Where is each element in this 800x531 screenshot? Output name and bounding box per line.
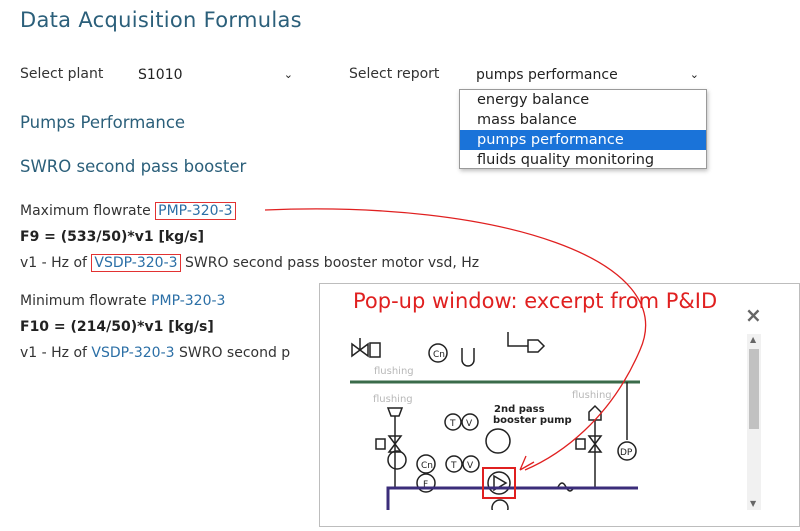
pid-tag-text: V	[467, 461, 474, 471]
section-title: Pumps Performance	[20, 113, 186, 132]
close-icon[interactable]: ×	[745, 303, 762, 327]
temperature-bubble-icon	[444, 413, 462, 431]
plant-label: Select plant	[20, 66, 104, 82]
formula-1-var-tag-link[interactable]: VSDP-320-3	[91, 254, 181, 272]
differential-pressure-bubble-icon	[617, 441, 637, 461]
page-title: Data Acquisition Formulas	[20, 8, 302, 32]
actuator-icon	[575, 438, 586, 450]
formula-2-var-desc: SWRO second p	[179, 345, 291, 361]
pid-tag-text: Cn	[421, 461, 433, 471]
vessel-icon	[461, 348, 475, 367]
option-pumps-performance[interactable]: pumps performance	[460, 130, 706, 150]
option-fluids-quality-monitoring[interactable]: fluids quality monitoring	[477, 152, 655, 168]
formula-1-tag-link[interactable]: PMP-320-3	[155, 202, 236, 220]
pid-tag-text: T	[449, 419, 456, 429]
flushing-label: flushing	[374, 366, 414, 377]
pump-label-line-1: 2nd pass	[494, 404, 545, 415]
flushing-label: flushing	[373, 394, 413, 405]
motor-icon	[485, 428, 511, 454]
formula-2-expression: F10 = (214/50)*v1 [kg/s]	[20, 319, 214, 335]
flow-bubble-icon	[416, 473, 436, 493]
formula-1-var-prefix: v1 - Hz of	[20, 255, 87, 271]
vibration-bubble-icon	[462, 455, 480, 473]
formula-2-variable-row: v1 - Hz of VSDP-320-3 SWRO second p	[20, 345, 290, 361]
formula-1-var-desc: SWRO second pass booster motor vsd, Hz	[185, 255, 480, 271]
formula-1-variable-row: v1 - Hz of VSDP-320-3 SWRO second pass b…	[20, 254, 480, 272]
pipe-stub-icon	[507, 332, 546, 353]
report-dropdown-list: energy balance mass balance pumps perfor…	[459, 89, 707, 169]
chevron-down-icon: ⌄	[283, 68, 293, 81]
report-select-value: pumps performance	[476, 67, 618, 83]
scroll-down-icon[interactable]: ▼	[750, 499, 757, 508]
actuator-icon	[369, 342, 381, 358]
pid-diagram: Cn flushing flushing flushing 2nd pass b…	[350, 332, 640, 510]
funnel-icon	[386, 407, 404, 417]
pid-tag-text: Cn	[433, 350, 445, 360]
flushing-label: flushing	[572, 390, 612, 401]
pump-highlight	[482, 467, 516, 499]
vessel-icon	[588, 404, 602, 421]
plant-select-value: S1010	[138, 67, 183, 83]
valve-icon	[387, 435, 403, 453]
actuator-icon	[375, 438, 386, 450]
arrowhead-icon	[519, 455, 535, 471]
report-label: Select report	[349, 66, 440, 82]
pump-label-line-2: booster pump	[493, 415, 572, 426]
popup-scrollbar-thumb[interactable]	[749, 349, 759, 429]
pipe-line	[386, 486, 638, 510]
option-mass-balance[interactable]: mass balance	[477, 112, 577, 128]
chevron-down-icon: ⌄	[689, 68, 699, 81]
pid-tag-text: V	[466, 419, 473, 429]
report-select[interactable]: pumps performance ⌄	[459, 63, 707, 87]
instrument-bubble-icon	[428, 343, 448, 363]
formula-2-label-row: Minimum flowrate PMP-320-3	[20, 293, 225, 309]
pump-icon	[487, 471, 511, 495]
formula-2-label: Minimum flowrate	[20, 293, 147, 309]
connector-line	[264, 208, 647, 471]
instrument-bubble-icon	[491, 499, 509, 510]
instrument-bubble-icon	[387, 450, 407, 470]
pid-popup-window	[319, 283, 800, 527]
temperature-bubble-icon	[445, 455, 463, 473]
pid-tag-text: F	[423, 480, 428, 490]
valve-icon	[587, 435, 603, 453]
vibration-bubble-icon	[461, 413, 479, 431]
formula-1-label: Maximum flowrate	[20, 203, 151, 219]
formula-1-expression: F9 = (533/50)*v1 [kg/s]	[20, 229, 205, 245]
formula-1-label-row: Maximum flowrate PMP-320-3	[20, 202, 236, 220]
popup-annotation-title: Pop-up window: excerpt from P&ID	[353, 289, 718, 313]
valve-icon	[351, 342, 369, 358]
scroll-up-icon[interactable]: ▲	[750, 335, 757, 344]
formula-2-var-prefix: v1 - Hz of	[20, 345, 87, 361]
formula-2-var-tag-link[interactable]: VSDP-320-3	[91, 345, 175, 361]
option-energy-balance[interactable]: energy balance	[477, 92, 590, 108]
pid-tag-text: T	[450, 461, 457, 471]
section-subtitle: SWRO second pass booster	[20, 157, 247, 176]
pid-tag-text: DP	[620, 448, 633, 458]
plant-select[interactable]: S1010 ⌄	[123, 63, 301, 87]
formula-2-tag-link[interactable]: PMP-320-3	[151, 293, 226, 309]
instrument-bubble-icon	[416, 454, 436, 474]
